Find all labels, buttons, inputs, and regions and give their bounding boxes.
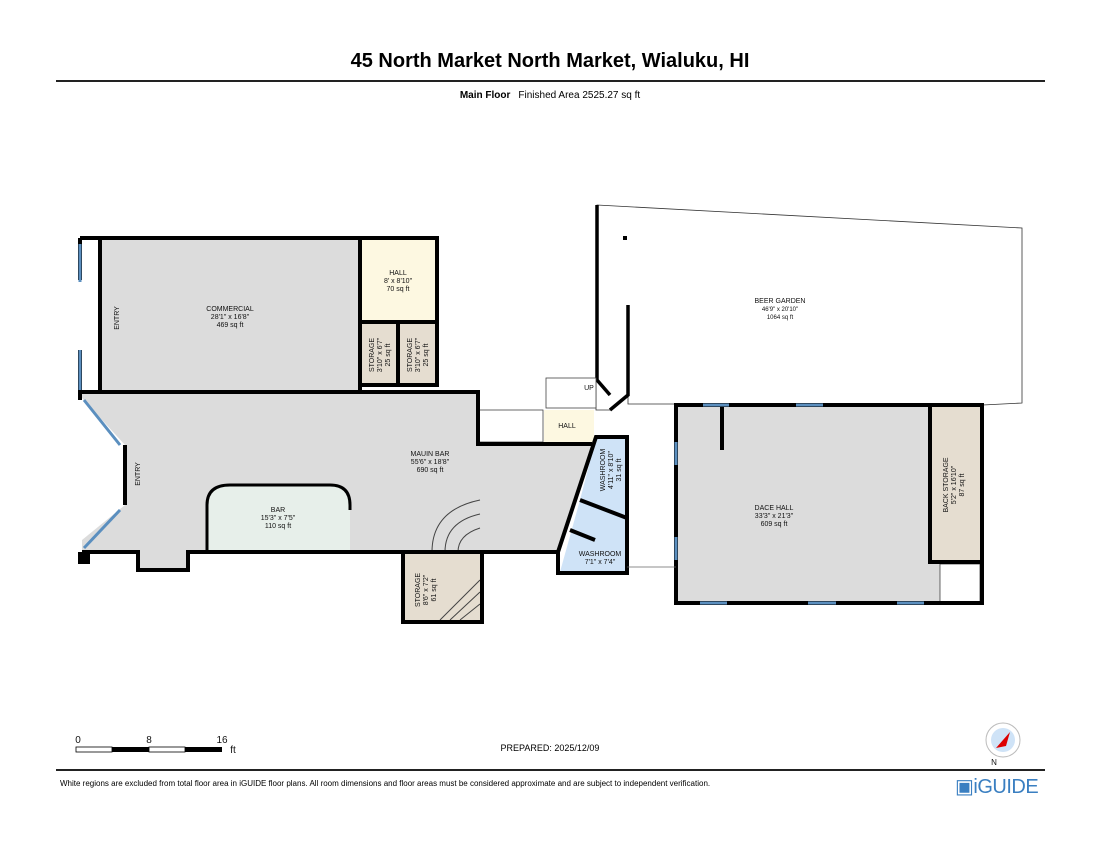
room-area: 609 sq ft [761,521,788,528]
room-dims: 7'1" x 7'4" [585,559,616,566]
room-label: WASHROOM [600,449,607,492]
room-commercial [100,238,360,392]
room-area: 87 sq ft [959,473,966,496]
finished-area: Finished Area 2525.27 sq ft [518,90,641,101]
room-label: MAUIN BAR [411,451,450,458]
logo-camera-icon: ▣ [955,776,974,798]
room-dims: 4'11" x 8'10" [608,451,615,489]
scale-unit: ft [230,745,236,756]
scale-tick: 0 [75,735,81,746]
scale-bar: 0 8 16 ft [75,735,236,756]
room-storage [403,554,481,622]
compass-icon: N [985,722,1021,767]
room-dims: 3'10" x 6'7" [415,337,422,372]
room-area: 1064 sq ft [767,315,794,321]
room-area: 61 sq ft [431,578,438,601]
stairs [939,563,981,603]
room-dims: 3'10" x 6'7" [377,337,384,372]
room-label: ENTRY [135,462,142,486]
room-area: 110 sq ft [265,523,291,530]
room-dims: 55'6" x 18'8" [411,459,450,466]
room-label: WASHROOM [579,551,622,558]
stairs [439,579,481,621]
prepared-date: PREPARED: 2025/12/09 [500,743,600,753]
bar-counter [205,483,352,552]
floor-label: Main Floor [459,90,511,101]
page-title: 45 North Market North Market, Wialuku, H… [350,50,750,72]
stairs-curved [431,499,481,553]
compass-label: N [991,758,997,767]
room-label: BACK STORAGE [943,457,950,512]
room-dims: 28'1" x 16'8" [211,314,250,321]
footer-divider [56,769,1045,771]
floor-subtitle: Main Floor Finished Area 2525.27 sq ft [0,90,1100,101]
room-bar [207,485,350,552]
room-dims: 8'6" x 7'2" [423,574,430,605]
stairs [477,409,544,443]
stairs-up [545,377,597,409]
room-hall [360,240,437,322]
room-hall-small [544,410,594,442]
wall [595,205,630,412]
logo-text: iGUIDE [973,776,1039,798]
room-label: STORAGE [369,338,376,372]
room-beer-garden [595,204,1023,411]
room-area: 25 sq ft [423,343,430,366]
back-storage-room [932,407,982,562]
room-label: HALL [558,423,576,430]
room-area: 690 sq ft [417,467,444,474]
windows [78,244,924,605]
room-storage [362,324,397,385]
room-label: BAR [271,507,285,514]
column-marker [78,552,90,564]
room-label: HALL [389,270,407,277]
room-label: BEER GARDEN [755,298,806,305]
room-area: 25 sq ft [385,343,392,366]
room-label: STORAGE [407,338,414,372]
room-dims: 46'9" x 20'10" [762,307,798,313]
room-dims: 33'3" x 21'3" [755,513,794,520]
room-label: DACE HALL [755,505,794,512]
room-area: 31 sq ft [616,458,623,481]
room-washroom [580,438,627,518]
room-washroom [560,500,627,572]
disclaimer: White regions are excluded from total fl… [60,779,711,788]
stairs-up-label: UP [584,385,594,392]
column-marker [623,236,627,240]
scale-tick: 16 [216,735,228,746]
room-storage [400,324,435,385]
room-dims: 15'3" x 7'5" [261,515,296,522]
room-label: STORAGE [415,573,422,607]
room-area: 70 sq ft [387,286,410,293]
scale-tick: 8 [146,735,152,746]
room-dims: 5'2" x 16'10" [951,465,958,504]
room-label: COMMERCIAL [206,306,254,313]
iguide-logo: ▣iGUIDE [955,774,1039,799]
room-dims: 8' x 8'10" [384,278,413,285]
room-label: ENTRY [114,306,121,330]
room-area: 469 sq ft [217,322,244,329]
header-divider [56,80,1045,82]
